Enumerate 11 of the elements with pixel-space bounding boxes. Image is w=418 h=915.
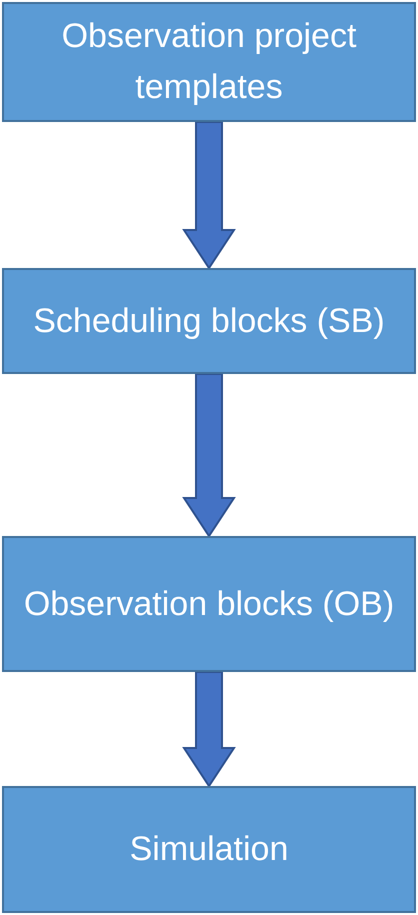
box-label: Scheduling blocks (SB) [32, 300, 386, 342]
process-box [2, 536, 416, 672]
block-arrow [182, 121, 236, 270]
block-arrow [182, 671, 236, 788]
box-label: Simulation [128, 829, 290, 870]
process-box [2, 2, 416, 122]
box-label: Observation blocks (OB) [22, 584, 396, 624]
box-label: Observation project templates [60, 16, 358, 108]
process-box [2, 786, 416, 913]
process-box [2, 268, 416, 374]
block-arrow [182, 373, 236, 538]
